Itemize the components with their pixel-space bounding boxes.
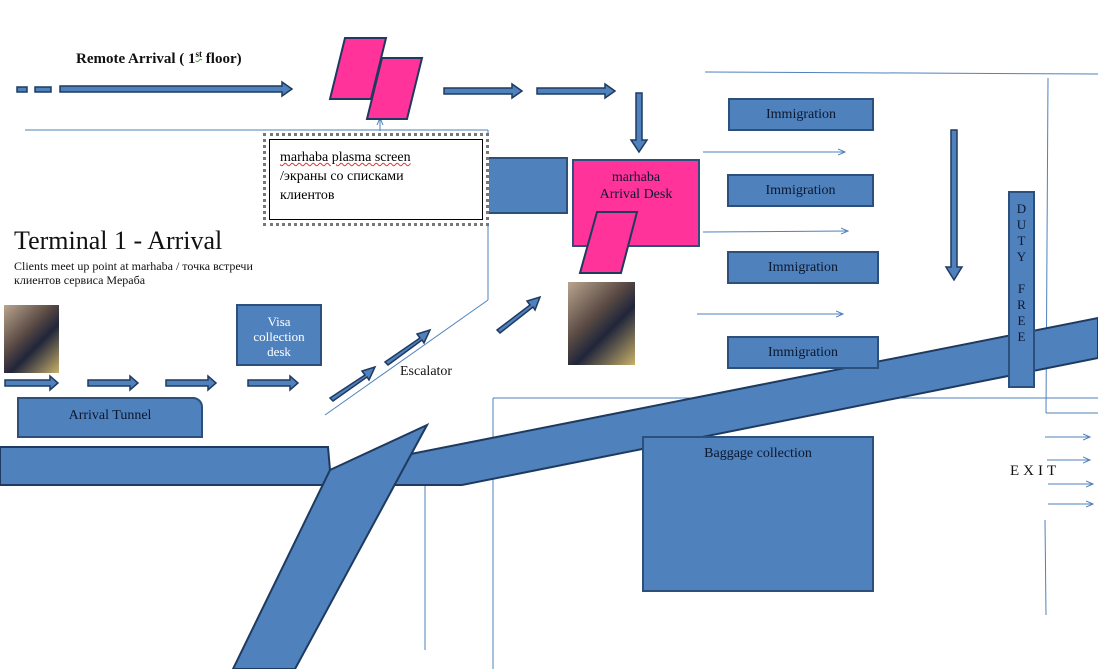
duty-free-letter: F xyxy=(1017,281,1026,296)
subtitle-line-2: клиентов сервиса Мераба xyxy=(14,273,146,287)
counter-block xyxy=(486,157,568,214)
block-arrows xyxy=(4,80,964,402)
staff-photo-1 xyxy=(4,305,59,373)
remote-arrival-text: Remote Arrival ( 1 xyxy=(76,51,196,67)
staff-photo-2 xyxy=(568,282,635,365)
note-frame: marhaba plasma screen /экраны со спискам… xyxy=(269,139,483,220)
exit-label: EXIT xyxy=(1010,463,1061,479)
immigration-desk-2: Immigration xyxy=(727,174,874,207)
duty-free-letter: Y xyxy=(1016,249,1027,264)
page-title: Terminal 1 - Arrival xyxy=(14,226,223,255)
duty-free-letter: E xyxy=(1017,329,1026,344)
remote-arrival-end: floor) xyxy=(202,51,242,67)
visa-line-2: collection xyxy=(253,329,305,344)
remote-arrival-sup: st xyxy=(195,49,203,59)
duty-free-letter: U xyxy=(1016,217,1027,232)
subtitle: Clients meet up point at marhaba / точка… xyxy=(14,259,253,287)
immigration-desk-1: Immigration xyxy=(728,98,874,131)
escalator-label: Escalator xyxy=(400,364,453,379)
note-line-2: /экраны со списками xyxy=(280,169,404,184)
plasma-screen-note[interactable]: marhaba plasma screen /экраны со спискам… xyxy=(263,133,489,226)
arrival-desk-line-2: Arrival Desk xyxy=(599,187,673,202)
duty-free-letter: D xyxy=(1016,201,1027,216)
subtitle-line-1: Clients meet up point at marhaba / точка… xyxy=(14,259,253,273)
immigration-desk-4: Immigration xyxy=(727,336,879,369)
visa-line-1: Visa xyxy=(267,314,291,329)
note-line-1: marhaba plasma screen xyxy=(280,150,411,165)
duty-free-gap xyxy=(1010,265,1033,281)
note-line-3: клиентов xyxy=(280,188,335,203)
arrival-tunnel: Arrival Tunnel xyxy=(17,397,203,438)
duty-free-letter: R xyxy=(1017,297,1026,312)
visa-line-3: desk xyxy=(267,344,291,359)
duty-free-letter: T xyxy=(1017,233,1026,248)
walkway-bands xyxy=(0,316,1098,669)
baggage-collection: Baggage collection xyxy=(642,436,874,592)
duty-free-letter: E xyxy=(1017,313,1026,328)
immigration-desk-3: Immigration xyxy=(727,251,879,284)
plasma-screens xyxy=(328,37,424,120)
arrival-desk-line-1: marhaba xyxy=(611,170,661,185)
remote-arrival-label: Remote Arrival ( 1st floor) xyxy=(76,49,242,68)
flow-arrows xyxy=(380,118,1093,504)
floor-lines xyxy=(25,71,1098,669)
